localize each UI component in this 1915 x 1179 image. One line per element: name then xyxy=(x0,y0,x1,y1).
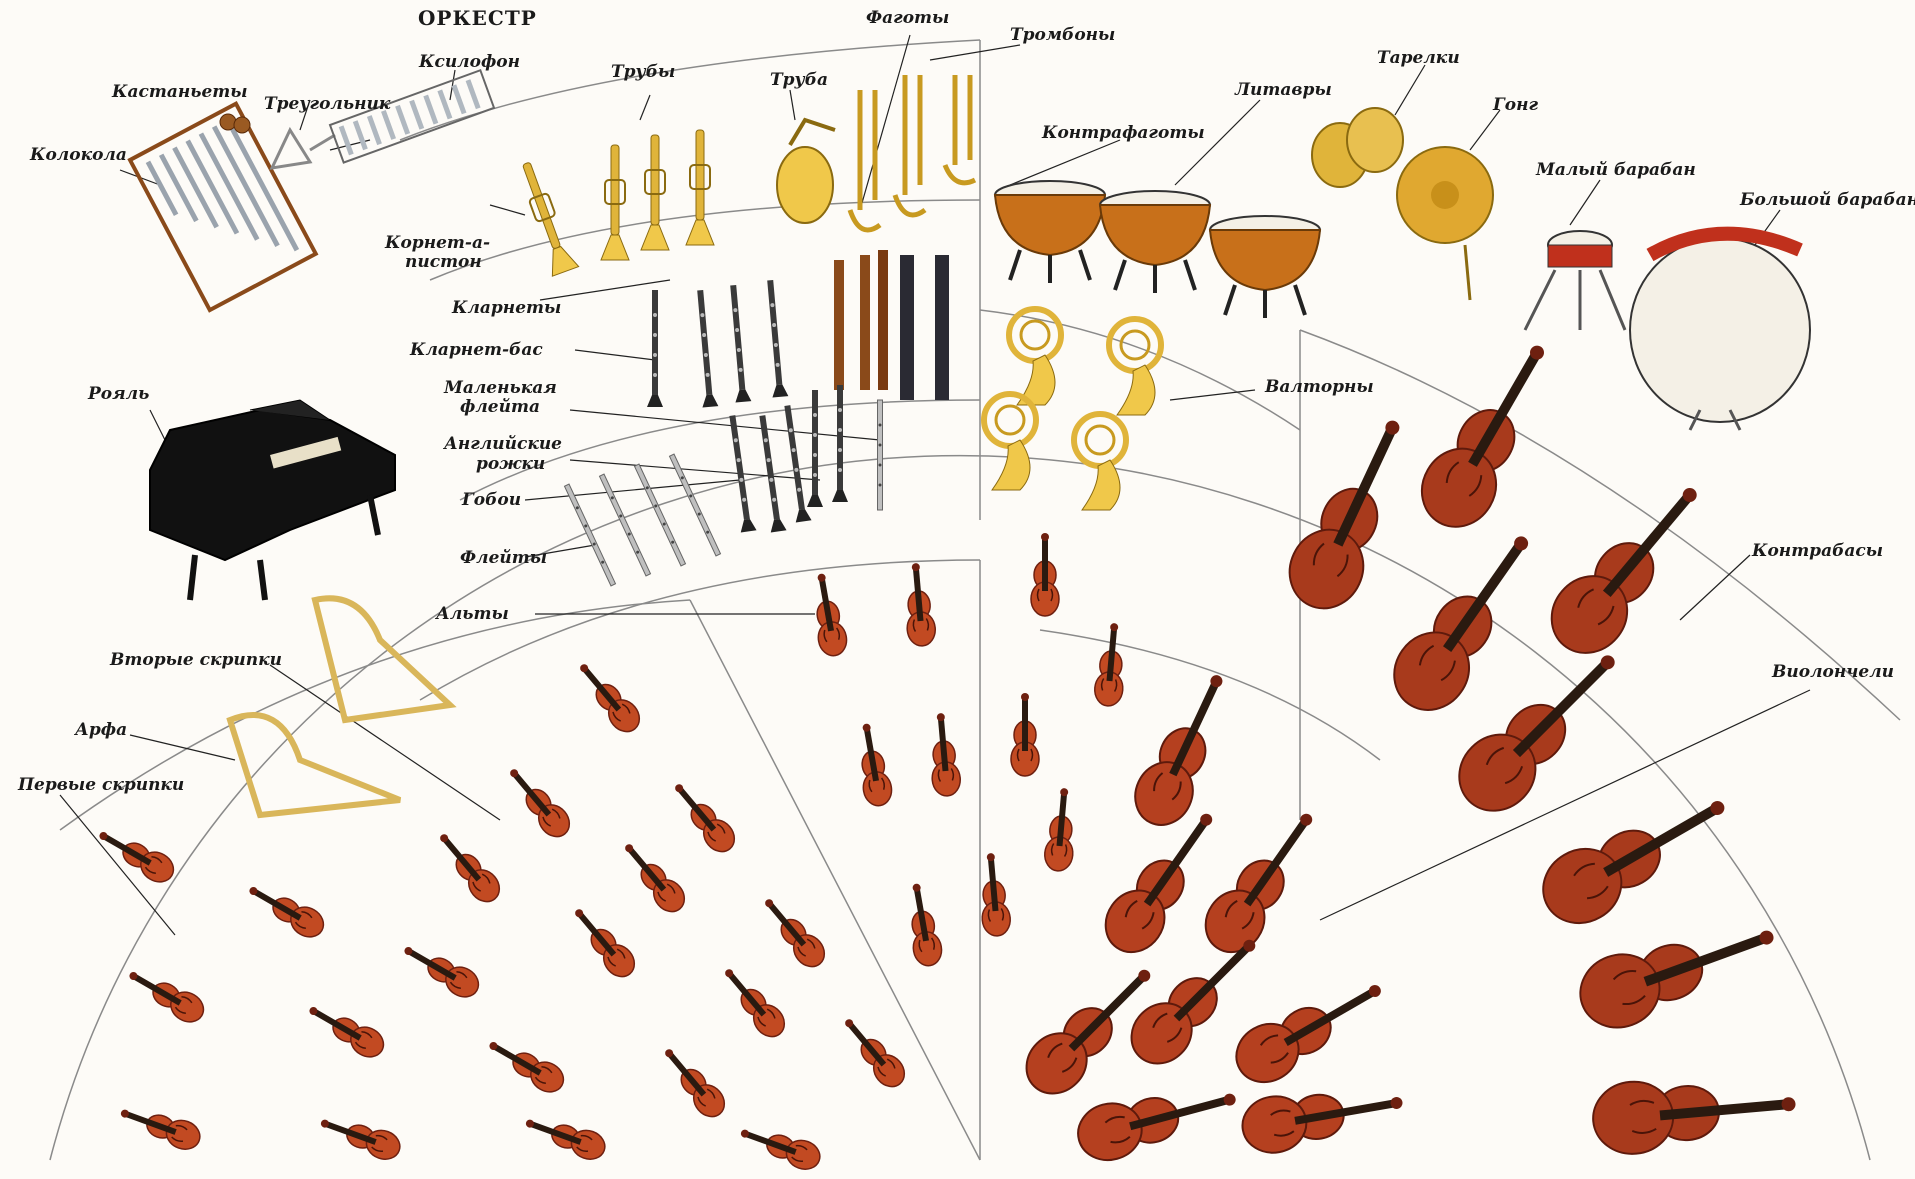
bass-drum xyxy=(1630,234,1810,430)
french-horns-group xyxy=(984,309,1161,510)
label-harp: Арфа xyxy=(75,720,127,740)
english-horns-group xyxy=(807,385,848,507)
cellos-group xyxy=(1014,664,1407,1167)
label-xylophone: Ксилофон xyxy=(419,52,520,72)
bass-clarinet xyxy=(647,290,663,407)
label-english-horns-line2: рожки xyxy=(476,454,545,474)
bassoons-group xyxy=(834,250,888,390)
label-french-horns: Валторны xyxy=(1265,377,1374,397)
oboes-group xyxy=(724,404,811,532)
label-contrabassoons: Контрафаготы xyxy=(1042,123,1205,143)
label-clarinets: Кларнеты xyxy=(452,298,561,318)
snare-drum xyxy=(1525,231,1625,330)
label-piccolo-line1: Маленькая xyxy=(444,378,557,398)
label-piano: Рояль xyxy=(88,384,149,404)
label-cymbals: Тарелки xyxy=(1377,48,1460,68)
label-flutes: Флейты xyxy=(460,548,547,568)
label-violas: Альты xyxy=(436,604,509,624)
label-bassoons: Фаготы xyxy=(866,8,949,28)
label-english-horns-line1: Английские xyxy=(444,434,562,454)
gong xyxy=(1397,147,1493,300)
label-snare-drum: Малый барабан xyxy=(1536,160,1696,180)
harps-group xyxy=(230,598,450,815)
page-title: ОРКЕСТР xyxy=(418,8,537,28)
label-bass-drum: Большой барабан xyxy=(1740,190,1915,210)
cymbals xyxy=(1312,108,1403,187)
divider-1 xyxy=(690,600,980,1160)
tuba xyxy=(777,120,835,223)
label-castanets: Кастаньеты xyxy=(112,82,248,102)
label-bells: Колокола xyxy=(30,145,127,165)
label-cornet-line2: пистон xyxy=(405,252,482,272)
violas-arc xyxy=(420,560,980,700)
first-violins-group xyxy=(93,822,824,1174)
label-oboes: Гобои xyxy=(462,490,521,510)
grand-piano xyxy=(150,400,395,600)
flutes-group xyxy=(564,454,720,586)
label-basses: Контрабасы xyxy=(1752,541,1883,561)
timpani-group xyxy=(995,181,1320,318)
label-piccolo-line2: флейта xyxy=(460,397,540,417)
piccolo xyxy=(878,400,883,510)
label-second-violins: Вторые скрипки xyxy=(110,650,282,670)
contrabassoons-group xyxy=(900,255,949,400)
violas-group xyxy=(807,533,1128,968)
trombones-group xyxy=(850,75,975,230)
label-first-violins: Первые скрипки xyxy=(18,775,184,795)
label-trumpets: Трубы xyxy=(611,62,675,82)
clarinets-group xyxy=(692,280,788,408)
label-triangle: Треугольник xyxy=(264,94,390,114)
trumpets-group xyxy=(601,130,714,260)
label-bass-clarinet: Кларнет-бас xyxy=(410,340,543,360)
triangle xyxy=(272,130,335,168)
label-tuba: Труба xyxy=(770,70,828,90)
label-cellos: Виолончели xyxy=(1772,662,1894,682)
label-gong: Гонг xyxy=(1493,95,1538,115)
cornet-group xyxy=(513,159,579,277)
xylophone xyxy=(330,70,494,162)
label-timpani: Литавры xyxy=(1235,80,1332,100)
label-trombones: Тромбоны xyxy=(1010,25,1115,45)
label-cornet-line1: Корнет-а- xyxy=(385,233,490,253)
